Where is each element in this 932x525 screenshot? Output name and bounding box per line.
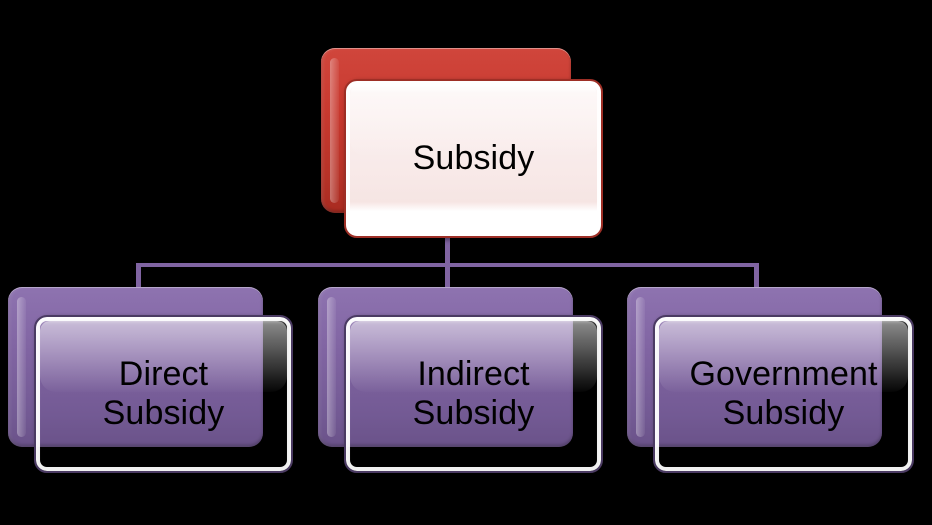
node-government-subsidy[interactable]: Government Subsidy <box>627 287 915 475</box>
node-subsidy[interactable]: Subsidy <box>321 48 603 240</box>
node-direct-subsidy-label: Direct Subsidy <box>102 355 225 432</box>
node-subsidy-label: Subsidy <box>412 139 535 178</box>
connector-root-stem <box>445 234 450 266</box>
connector-drop-government <box>754 263 759 293</box>
node-subsidy-card[interactable]: Subsidy <box>344 79 603 238</box>
node-indirect-subsidy[interactable]: Indirect Subsidy <box>318 287 606 475</box>
node-government-subsidy-label: Government Subsidy <box>689 355 878 432</box>
node-indirect-subsidy-card[interactable]: Indirect Subsidy <box>344 315 603 473</box>
connector-drop-indirect <box>445 263 450 293</box>
node-direct-subsidy[interactable]: Direct Subsidy <box>8 287 296 475</box>
node-government-subsidy-card[interactable]: Government Subsidy <box>653 315 914 473</box>
node-indirect-subsidy-label: Indirect Subsidy <box>412 355 535 432</box>
node-direct-subsidy-card[interactable]: Direct Subsidy <box>34 315 293 473</box>
connector-drop-direct <box>136 263 141 293</box>
